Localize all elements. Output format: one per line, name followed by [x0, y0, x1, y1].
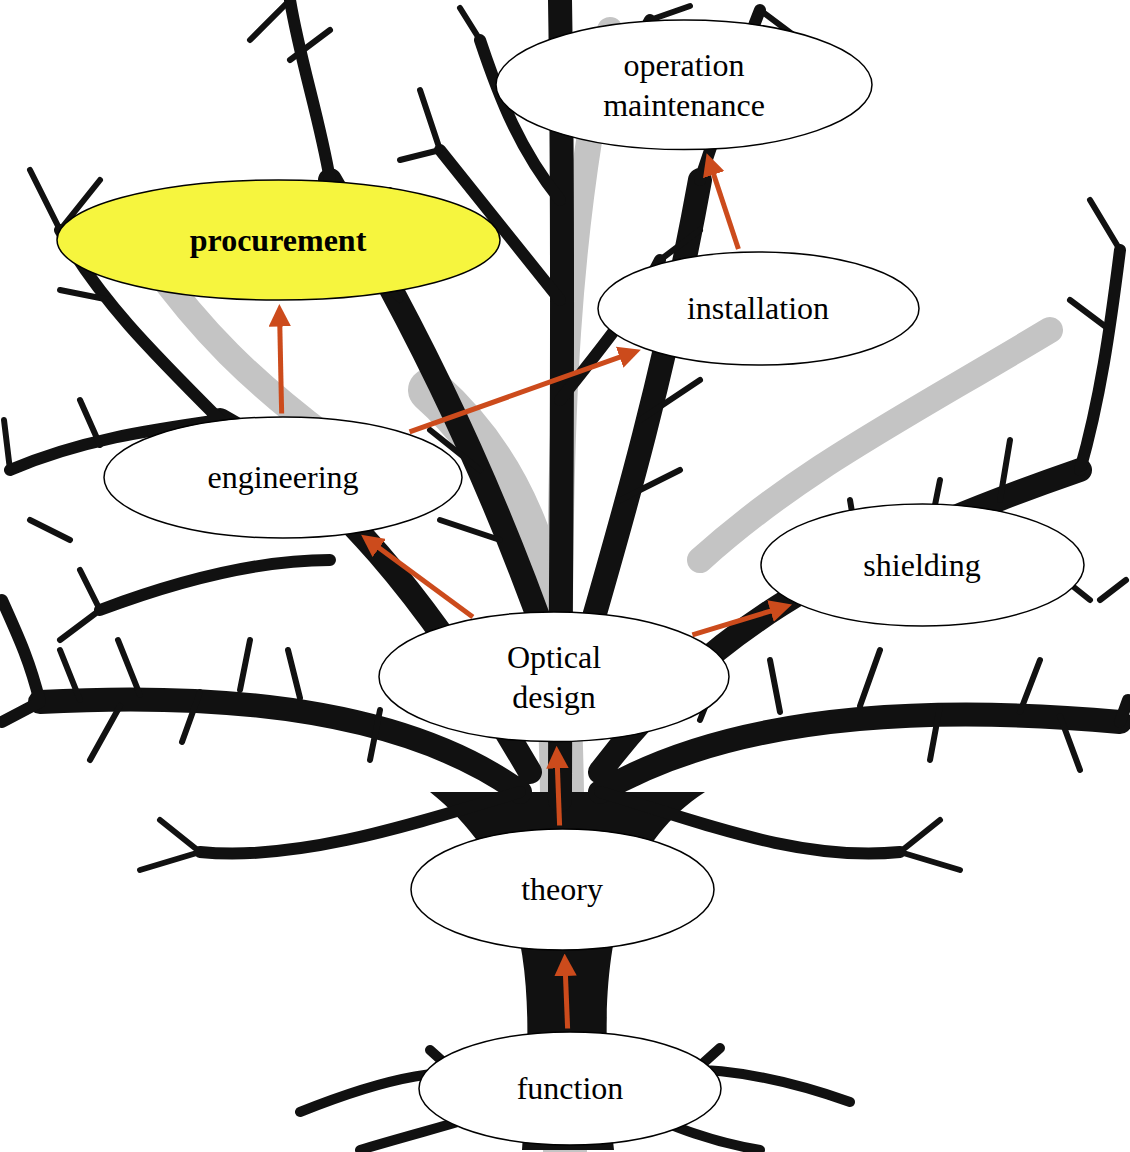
node-label: function	[517, 1068, 624, 1108]
label-group: theory	[521, 869, 603, 909]
ellipse-outline	[495, 19, 873, 151]
ellipse-node: engineering	[103, 416, 463, 539]
label-group: engineering	[207, 457, 358, 497]
label-group: procurement	[190, 220, 367, 260]
ellipse-shape	[598, 252, 919, 365]
ellipse-node: theory	[410, 828, 715, 951]
label-group: installation	[687, 288, 829, 328]
ellipse-shape	[761, 504, 1084, 626]
ellipse-shape	[104, 417, 462, 538]
tree-twig	[4, 0, 1126, 870]
ellipse-shape	[419, 1032, 721, 1145]
ellipse-node: operation maintenance	[495, 19, 873, 151]
arrow-connector	[280, 316, 282, 414]
ellipse-node: function	[418, 1031, 722, 1146]
ellipse-node: Optical design	[378, 611, 730, 743]
node-label: procurement	[190, 220, 367, 260]
label-group: function	[517, 1068, 624, 1108]
arrow-connector	[565, 965, 568, 1028]
label-group: operation maintenance	[569, 45, 799, 125]
label-group: Optical design	[472, 637, 637, 717]
node-label: engineering	[207, 457, 358, 497]
node-label: Optical design	[472, 637, 637, 717]
node-label: operation maintenance	[569, 45, 799, 125]
ellipse-node: installation	[597, 251, 920, 366]
ellipse-node: procurement	[56, 179, 501, 301]
arrow-connector	[710, 165, 738, 249]
ellipse-shape	[57, 180, 500, 300]
label-group: shielding	[863, 545, 980, 585]
arrow-connector	[557, 758, 560, 826]
node-label: installation	[687, 288, 829, 328]
tree-branch	[2, 0, 1128, 854]
arrow-connector	[692, 608, 780, 635]
node-label: shielding	[863, 545, 980, 585]
arrow-connector	[371, 542, 473, 617]
ellipse-outline	[378, 611, 730, 743]
ellipse-shape	[496, 20, 872, 150]
arrow-connector	[410, 354, 630, 432]
node-label: theory	[521, 869, 603, 909]
ellipse-shape	[379, 612, 729, 742]
ellipse-shape	[411, 829, 714, 950]
ellipse-node: shielding	[760, 503, 1085, 627]
